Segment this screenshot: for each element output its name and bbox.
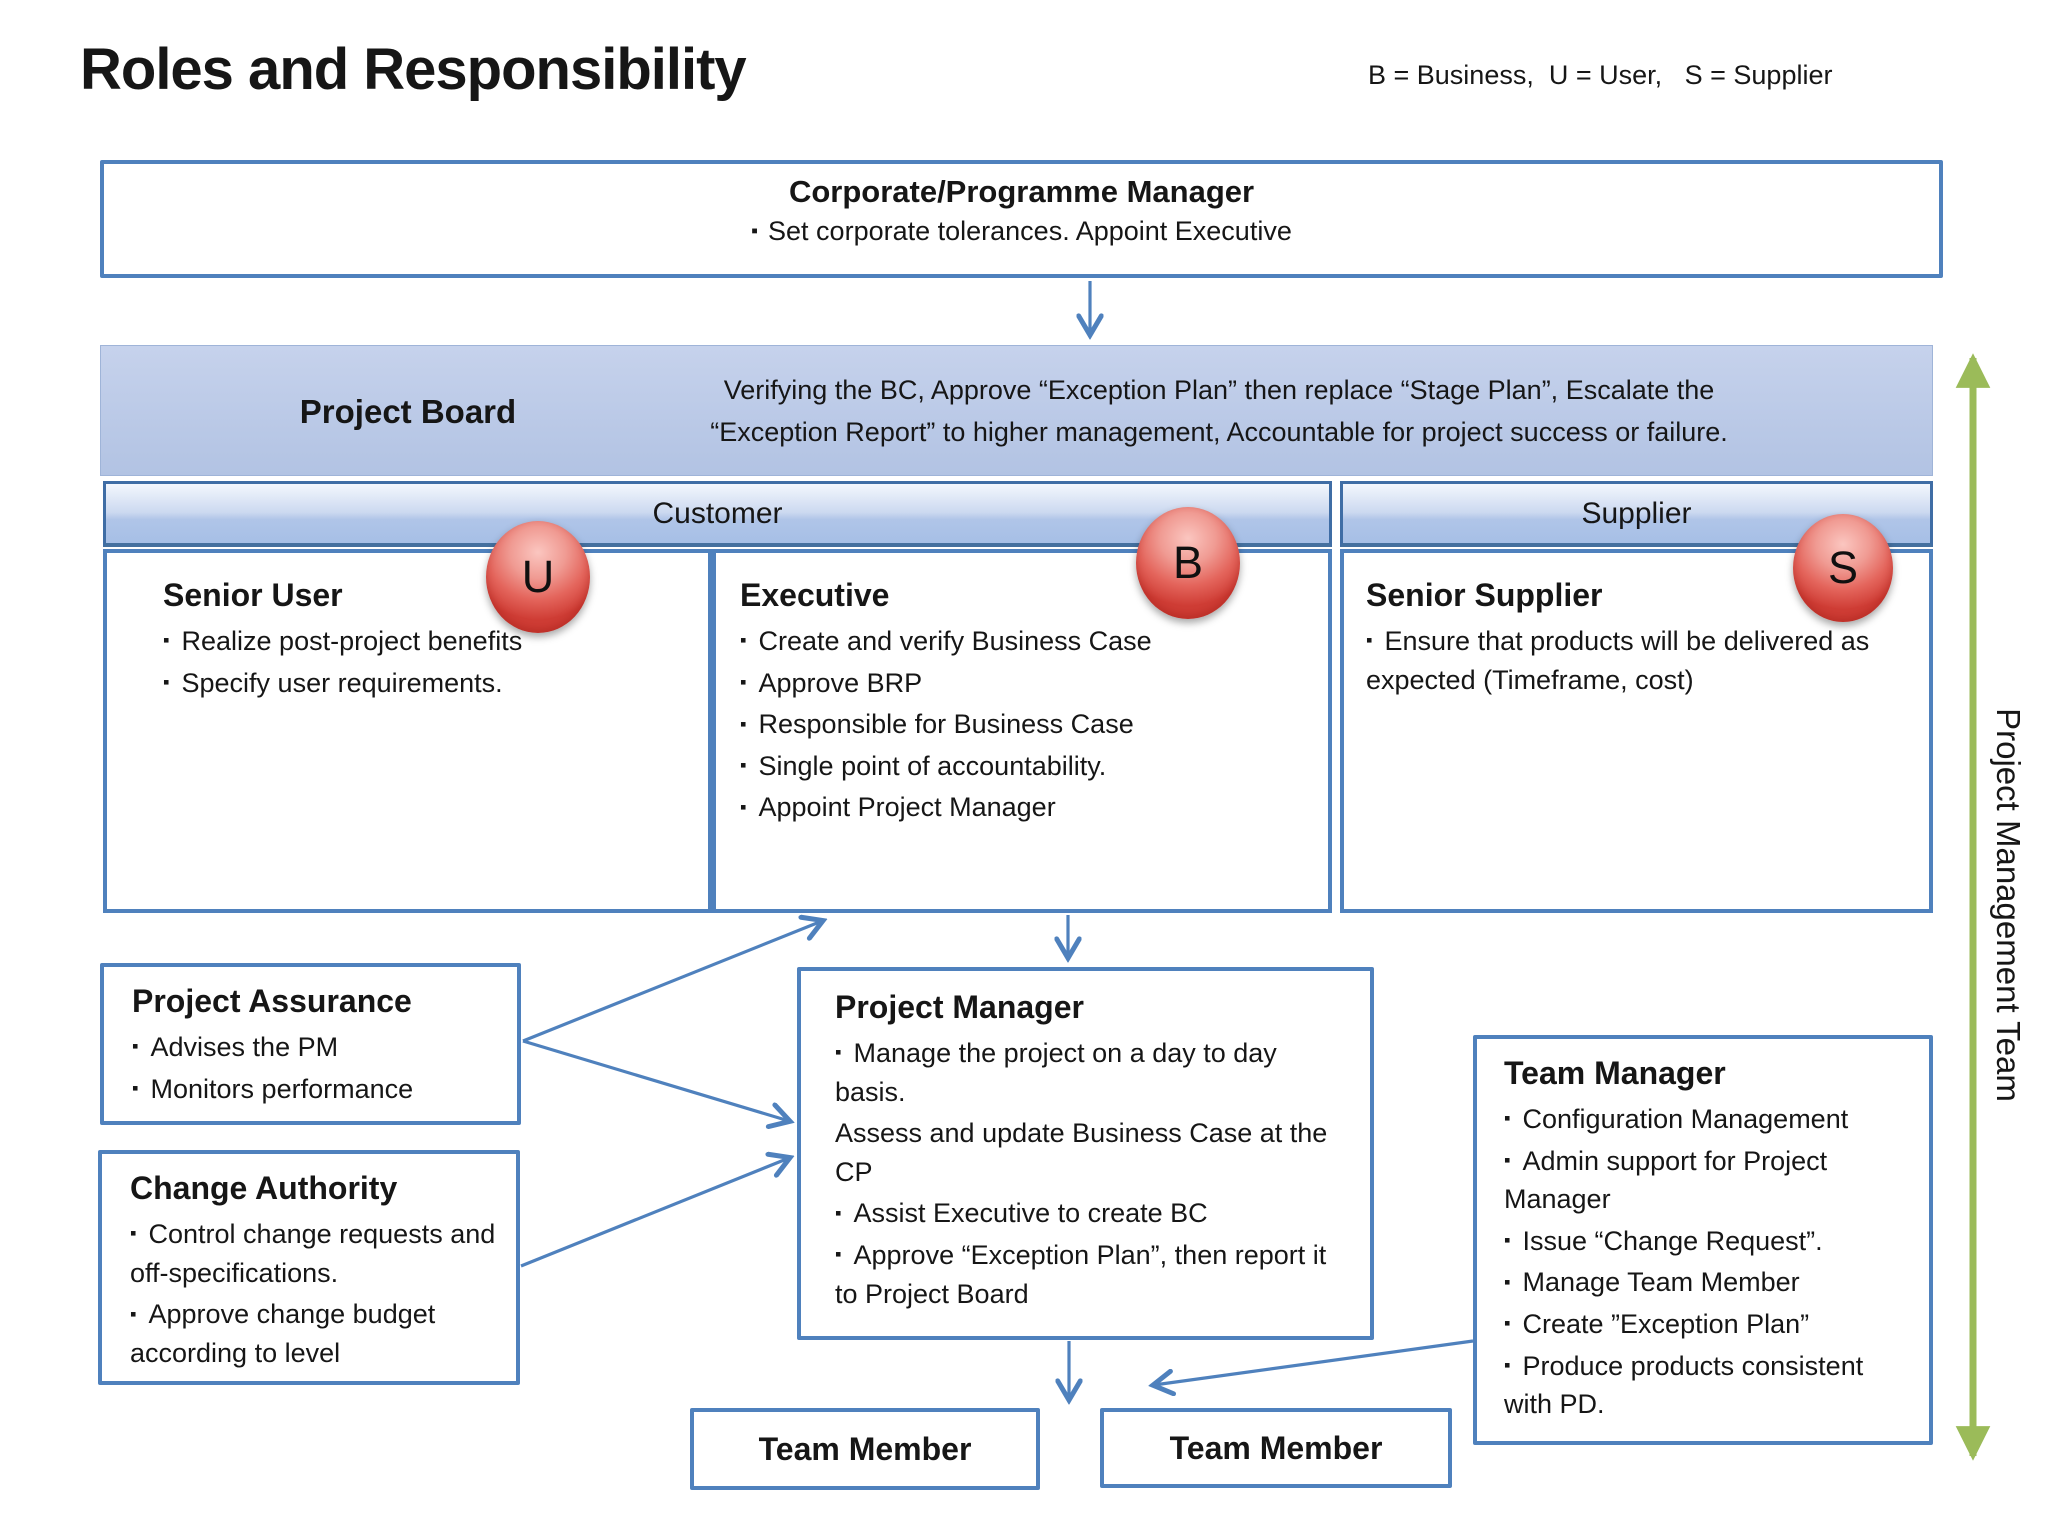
team-manager-box: Team Manager Configuration Management Ad… [1473,1035,1933,1445]
list-item: Realize post-project benefits [163,622,690,661]
change-authority-bullets: Control change requests and off-specific… [130,1215,500,1372]
legend: B = Business, U = User, S = Supplier [1368,60,1833,90]
user-badge: U [486,521,590,633]
project-management-team-label: Project Management Team [1990,708,2027,1102]
list-item: Approve “Exception Plan”, then report it… [835,1236,1350,1313]
list-item: Assess and update Business Case at the C… [835,1118,1328,1187]
page-title: Roles and Responsibility [80,37,747,102]
arrow-team-manager-to-team-member [1154,1339,1474,1385]
project-manager-box: Project Manager Manage the project on a … [797,967,1374,1340]
list-item: Manage Team Member [1504,1263,1913,1302]
project-manager-lines: Manage the project on a day to day basis… [835,1034,1350,1313]
list-item: Ensure that products will be delivered a… [1366,622,1905,699]
list-item: Manage the project on a day to day basis… [835,1034,1350,1111]
arrow-assurance-to-board [522,921,822,1043]
list-item: Approve change budget according to level [130,1295,500,1372]
team-member-box-2: Team Member [1100,1408,1452,1488]
list-item: Assist Executive to create BC [835,1194,1350,1233]
project-assurance-title: Project Assurance [132,983,412,1019]
list-item: Responsible for Business Case [740,705,1310,744]
list-item: Create and verify Business Case [740,622,1310,661]
list-item: Single point of accountability. [740,747,1310,786]
team-member-box-1: Team Member [690,1408,1040,1490]
list-item: Monitors performance [132,1070,501,1109]
senior-supplier-title: Senior Supplier [1366,577,1603,613]
corporate-programme-manager-box: Corporate/Programme Manager ▪Set corpora… [100,160,1943,278]
bullet-icon: ▪ [751,220,759,243]
corporate-title: Corporate/Programme Manager [788,174,1255,209]
list-item: Configuration Management [1504,1100,1913,1139]
list-item: Approve BRP [740,664,1310,703]
executive-bullets: Create and verify Business Case Approve … [740,622,1310,827]
project-board-title: Project Board [299,392,517,430]
team-manager-title: Team Manager [1504,1055,1726,1091]
customer-header: Customer [103,481,1332,547]
business-badge: B [1136,507,1240,619]
project-board-description: Verifying the BC, Approve “Exception Pla… [710,374,1728,447]
list-item: Produce products consistent with PD. [1504,1347,1913,1424]
project-assurance-bullets: Advises the PM Monitors performance [132,1028,501,1108]
list-item: Issue “Change Request”. [1504,1222,1913,1261]
project-board-band: Project Board Verifying the BC, Approve … [100,345,1933,476]
project-assurance-box: Project Assurance Advises the PM Monitor… [100,963,521,1125]
arrow-change-authority-to-pm [520,1158,789,1268]
senior-user-box: Senior User Realize post-project benefit… [103,549,712,913]
list-item: Control change requests and off-specific… [130,1215,500,1292]
change-authority-box: Change Authority Control change requests… [98,1150,520,1385]
arrow-assurance-to-pm [522,1039,789,1121]
senior-user-title: Senior User [163,577,343,613]
project-manager-title: Project Manager [835,989,1084,1025]
list-item: Advises the PM [132,1028,501,1067]
senior-user-bullets: Realize post-project benefits Specify us… [163,622,690,702]
list-item: Admin support for Project Manager [1504,1142,1913,1219]
change-authority-title: Change Authority [130,1170,398,1206]
executive-title: Executive [740,577,890,613]
list-item: Specify user requirements. [163,664,690,703]
executive-box: Executive Create and verify Business Cas… [712,549,1332,913]
senior-supplier-bullets: Ensure that products will be delivered a… [1366,622,1905,699]
list-item: Appoint Project Manager [740,788,1310,827]
team-manager-bullets: Configuration Management Admin support f… [1504,1100,1913,1424]
supplier-badge: S [1793,514,1893,622]
list-item: Create ”Exception Plan” [1504,1305,1913,1344]
corporate-bullet: ▪Set corporate tolerances. Appoint Execu… [751,216,1292,246]
